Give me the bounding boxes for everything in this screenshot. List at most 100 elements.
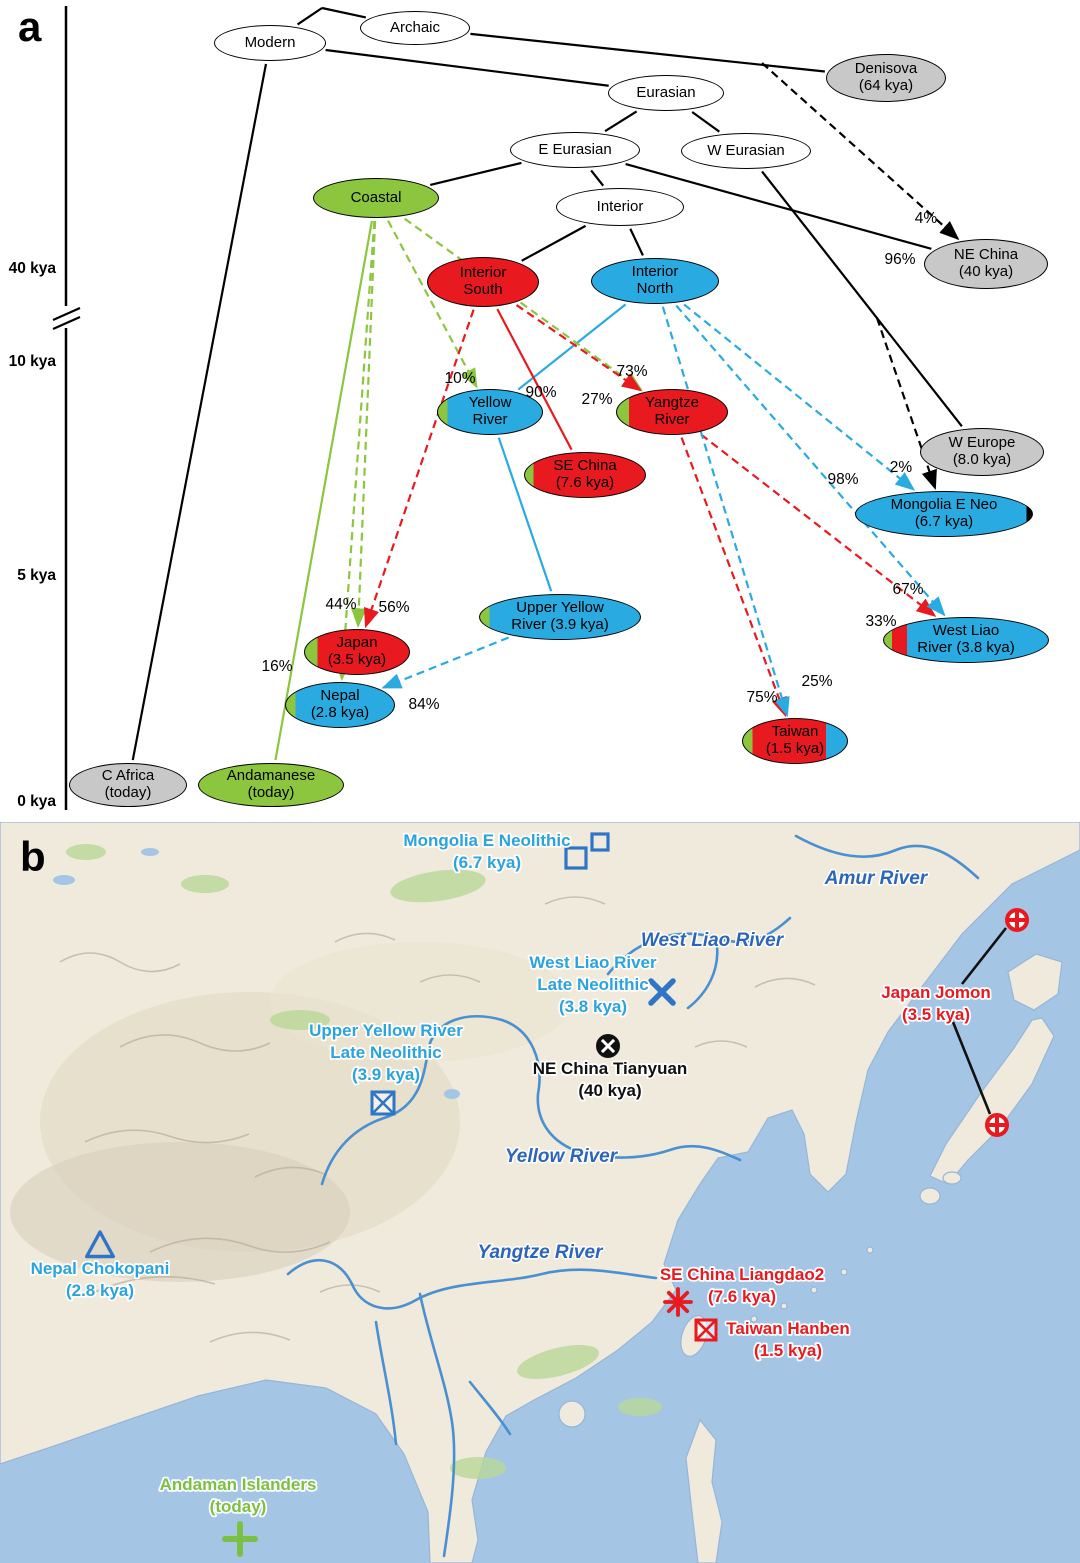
site-marker-square-x bbox=[694, 1318, 718, 1342]
percent-label-interior-south-japan: 56% bbox=[378, 599, 409, 616]
site-marker-asterisk bbox=[663, 1287, 693, 1317]
site-marker-square bbox=[564, 846, 588, 870]
edge-interior-north-west-liao bbox=[675, 304, 946, 617]
hainan-island bbox=[558, 1400, 586, 1428]
site-label-nepal-chokopani: Nepal Chokopani(2.8 kya) bbox=[31, 1259, 170, 1300]
rivers bbox=[286, 834, 980, 1558]
edge-yangtze-river-taiwan bbox=[680, 437, 787, 718]
edge-yangtze-river-west-liao bbox=[700, 433, 937, 617]
red-river bbox=[468, 1380, 512, 1436]
percent-label-coastal-japan: 44% bbox=[325, 596, 356, 613]
site-marker-square bbox=[590, 832, 610, 852]
amur-river bbox=[794, 834, 980, 880]
edge-interior-south-japan bbox=[363, 309, 475, 629]
kyushu bbox=[919, 1187, 941, 1205]
percent-label-yangtze-river-west-liao: 33% bbox=[865, 613, 896, 630]
axis-tick: 0 kya bbox=[17, 793, 56, 810]
percent-label-coastal-nepal: 16% bbox=[261, 658, 292, 675]
edge-coastal-andamanese bbox=[274, 220, 373, 761]
axis-tick: 5 kya bbox=[17, 567, 56, 584]
edge-w-eurasian-w-europe bbox=[761, 170, 963, 428]
hokkaido bbox=[1007, 953, 1063, 1011]
edge-modern-eurasian bbox=[325, 48, 609, 87]
percent-label-deni-branch-ne-china: 4% bbox=[915, 210, 938, 227]
edge-interior-north-mongolia bbox=[683, 303, 916, 491]
river-name-label: Yellow River bbox=[505, 1146, 619, 1167]
river-name-label: West Liao River bbox=[641, 930, 785, 951]
edge-upper-yellow-nepal bbox=[381, 636, 510, 689]
edge-archaic-denisova bbox=[470, 32, 825, 73]
edge-coastal-yellow-river bbox=[387, 220, 478, 389]
site-marker-x bbox=[648, 978, 676, 1006]
west-liao-branch bbox=[686, 936, 719, 1010]
vegetation bbox=[66, 844, 662, 1479]
axis-tick: 10 kya bbox=[9, 353, 57, 370]
panel-b-label: b bbox=[20, 833, 46, 880]
site-marker-plus bbox=[222, 1521, 258, 1557]
river-name-label: Yangtze River bbox=[478, 1242, 605, 1263]
edge-eurasian-e-eurasian bbox=[604, 110, 638, 133]
edge-root-archaic bbox=[321, 6, 367, 19]
site-marker-circle-plus bbox=[985, 1113, 1009, 1137]
edge-yellow-river-upper-yellow bbox=[497, 437, 553, 592]
edge-eurasian-w-eurasian bbox=[691, 111, 720, 133]
edge-e-eurasian-ne-china bbox=[625, 162, 932, 250]
mountain-ridges bbox=[59, 896, 816, 1343]
time-axis: 40 kya 10 kya 5 kya 0 kya bbox=[9, 6, 81, 810]
honshu bbox=[929, 1017, 1055, 1185]
site-marker-triangle bbox=[85, 1230, 115, 1259]
site-label-ne-china-tianyuan: NE China Tianyuan(40 kya) bbox=[533, 1059, 688, 1100]
edge-interior-north-taiwan bbox=[661, 306, 790, 718]
percent-label-interior-north-yellow-river: 90% bbox=[525, 384, 556, 401]
philippines bbox=[685, 1418, 723, 1563]
edge-interior-interior-north bbox=[629, 228, 644, 256]
edge-root-modern bbox=[296, 7, 323, 26]
percent-label-interior-north-taiwan: 25% bbox=[801, 673, 832, 690]
percent-label-interior-north-mongolia: 98% bbox=[827, 471, 858, 488]
admixture-percent-labels: 96%90%4%2%10%27%44%16%73%56%33%75%98%67%… bbox=[261, 210, 937, 713]
edge-modern-c-africa bbox=[131, 63, 268, 761]
edge-interior-north-yellow-river bbox=[517, 303, 627, 391]
edge-coastal-nepal bbox=[335, 220, 376, 681]
edge-coastal-yangtze-river bbox=[404, 217, 643, 391]
site-label-andaman-islanders: Andaman Islanders(today) bbox=[160, 1475, 317, 1516]
salween-river bbox=[374, 1320, 398, 1446]
terrain-shading bbox=[10, 942, 570, 1282]
site-marker-square-x bbox=[370, 1090, 396, 1116]
mekong-river bbox=[418, 1292, 456, 1558]
site-connector-line bbox=[960, 927, 1008, 985]
edge-e-eurasian-interior bbox=[590, 169, 605, 187]
islands bbox=[558, 953, 1063, 1563]
river-name-label: Amur River bbox=[824, 868, 929, 889]
site-label-taiwan-hanben: Taiwan Hanben(1.5 kya) bbox=[726, 1319, 849, 1360]
site-marker-circle-plus bbox=[1005, 908, 1029, 932]
percent-label-coastal-yangtze-river: 27% bbox=[581, 391, 612, 408]
percent-label-yangtze-river-taiwan: 75% bbox=[746, 689, 777, 706]
site-connector-line bbox=[951, 1021, 992, 1115]
edge-interior-interior-south bbox=[521, 224, 587, 262]
edge-coastal-japan bbox=[350, 220, 377, 628]
tree-edges bbox=[131, 6, 963, 761]
percent-label-interior-north-west-liao: 67% bbox=[892, 581, 923, 598]
lakes bbox=[53, 848, 460, 1099]
percent-label-weur-branch-mongolia: 2% bbox=[890, 459, 913, 476]
percent-label-e-eurasian-ne-china: 96% bbox=[884, 251, 915, 268]
site-label-mongolia-e-neolithic: Mongolia E Neolithic(6.7 kya) bbox=[403, 831, 570, 872]
edge-e-eurasian-coastal bbox=[430, 161, 522, 186]
panel-a-label: a bbox=[18, 3, 42, 50]
percent-label-upper-yellow-nepal: 84% bbox=[408, 696, 439, 713]
shikoku bbox=[942, 1171, 962, 1185]
site-marker-circle-x bbox=[596, 1034, 620, 1058]
axis-tick: 40 kya bbox=[9, 260, 57, 277]
site-label-japan-jomon: Japan Jomon(3.5 kya) bbox=[881, 983, 991, 1024]
percent-label-interior-south-yangtze-river: 73% bbox=[616, 363, 647, 380]
edge-deni-branch-ne-china bbox=[761, 62, 960, 241]
